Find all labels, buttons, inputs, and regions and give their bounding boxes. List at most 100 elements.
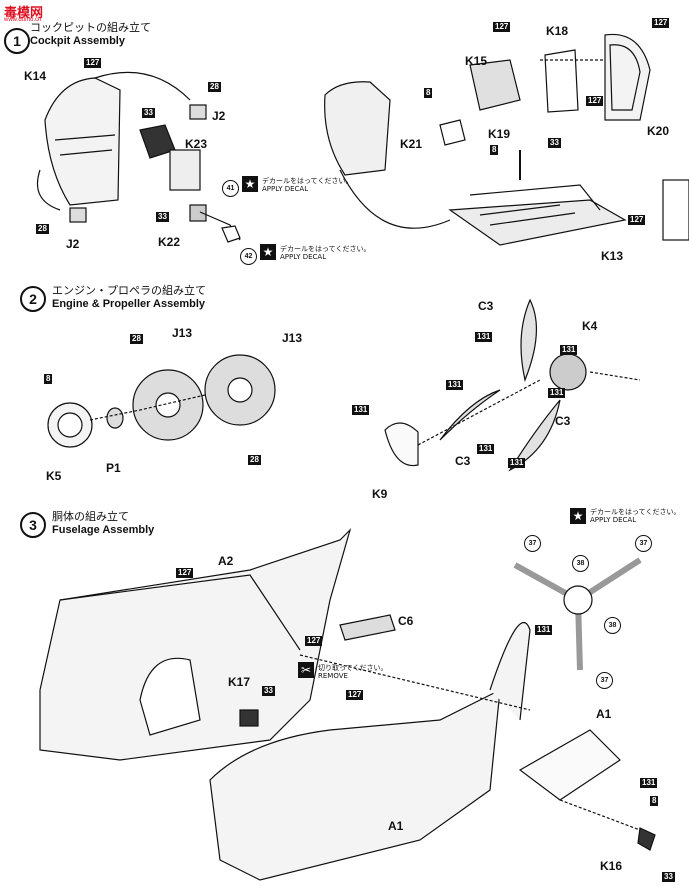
paint-badge: 131 [477, 444, 495, 454]
paint-badge: 28 [36, 224, 49, 234]
decal-note: デカールをはってください。 APPLY DECAL [280, 245, 371, 262]
decal-star-icon: ★ [570, 508, 586, 524]
step-2-title-jp: エンジン・プロペラの組み立て [52, 284, 206, 297]
part-label: K5 [46, 469, 62, 483]
decal-number: 38 [572, 555, 589, 572]
paint-badge: 33 [156, 212, 169, 222]
paint-badge: 127 [586, 96, 604, 106]
paint-badge: 127 [346, 690, 364, 700]
k21-pedal [439, 119, 466, 146]
a1-detail-view [518, 729, 621, 801]
c3-blade-left [439, 389, 501, 441]
part-label: K17 [228, 675, 251, 689]
step-3-title-jp: 胴体の組み立て [52, 510, 129, 523]
a2-fuselage-half [39, 527, 352, 761]
cockpit-sidewall [324, 81, 391, 176]
part-label: K18 [546, 24, 569, 38]
part-label: A1 [596, 707, 612, 721]
j2-part-upper [189, 104, 207, 120]
watermark-url: www.dumo.cn [4, 17, 42, 23]
part-label: K14 [24, 69, 47, 83]
part-label: J13 [172, 326, 193, 340]
part-label: K9 [372, 487, 388, 501]
decal-42-shape [221, 225, 241, 243]
paint-badge: 131 [352, 405, 370, 415]
k15-seat [469, 59, 521, 111]
step-1-title-en: Cockpit Assembly [30, 35, 125, 47]
part-label: C3 [455, 454, 471, 468]
j2-part-lower [69, 207, 87, 223]
paint-badge: 131 [640, 778, 658, 788]
wire-k14-j2 [94, 71, 191, 101]
c3-blade-lower [508, 399, 561, 472]
paint-badge: 33 [262, 686, 275, 696]
decal-41-sheet [169, 149, 201, 191]
step-2-title-en: Engine & Propeller Assembly [52, 298, 206, 310]
paint-badge: 33 [142, 108, 155, 118]
cement-badge: 127 [84, 58, 102, 68]
part-label: K15 [465, 54, 488, 68]
decal-number: 37 [524, 535, 541, 552]
decal-note: デカールをはってください。 APPLY DECAL [262, 177, 353, 194]
paint-badge: 33 [662, 872, 675, 882]
p1-spacer [106, 407, 124, 429]
paint-badge: 131 [475, 332, 493, 342]
part-label: K22 [158, 235, 181, 249]
k17-seat-box [139, 657, 201, 736]
part-label: A2 [218, 554, 234, 568]
a1-fuselage-half [209, 688, 501, 881]
k17-part [239, 709, 259, 727]
k9-spinner [384, 422, 419, 467]
paint-badge: 127 [493, 22, 511, 32]
paint-badge: 127 [176, 568, 194, 578]
paint-badge: 127 [652, 18, 670, 28]
part-label: C3 [555, 414, 571, 428]
step-1-number: 1 [4, 28, 30, 54]
c3-blade-upper [520, 298, 537, 383]
decal-number: 37 [635, 535, 652, 552]
paint-badge: 8 [44, 374, 53, 384]
part-label: K20 [647, 124, 670, 138]
k16-part [637, 827, 656, 851]
part-label: J13 [282, 331, 303, 345]
part-label: J2 [212, 109, 226, 123]
paint-badge: 28 [248, 455, 261, 465]
part-label: K16 [600, 859, 623, 873]
prop-decal-view [513, 557, 642, 671]
paint-badge: 131 [560, 345, 578, 355]
k18-frame [544, 49, 579, 113]
paint-badge: 131 [446, 380, 464, 390]
step-2-number: 2 [20, 286, 46, 312]
paint-badge: 28 [208, 82, 221, 92]
decal-number: 41 [222, 180, 239, 197]
part-label: C6 [398, 614, 414, 628]
brand-tab [662, 179, 689, 241]
step-3-number: 3 [20, 512, 46, 538]
paint-badge: 33 [548, 138, 561, 148]
paint-badge: 8 [650, 796, 659, 806]
k4-hub [549, 353, 587, 391]
remove-note: 切り取ってください。 REMOVE [318, 664, 388, 681]
part-label: J2 [66, 237, 80, 251]
k20-bulkhead [604, 33, 651, 121]
decal-number: 38 [604, 617, 621, 634]
part-label: K13 [601, 249, 624, 263]
part-label: K4 [582, 319, 598, 333]
decal-number: 37 [596, 672, 613, 689]
paint-badge: 131 [548, 388, 566, 398]
step-3-title-en: Fuselage Assembly [52, 524, 155, 536]
decal-star-icon: ★ [242, 176, 258, 192]
step-1-title-jp: コックピットの組み立て [30, 21, 151, 34]
part-label: K21 [400, 137, 423, 151]
paint-badge: 28 [130, 334, 143, 344]
paint-badge: 8 [490, 145, 499, 155]
paint-badge: 127 [305, 636, 323, 646]
watermark-logo: 毒模网 [4, 6, 44, 21]
part-label: C3 [478, 299, 494, 313]
k14-bulkhead [44, 77, 121, 206]
part-label: A1 [388, 819, 404, 833]
decal-note: デカールをはってください。 APPLY DECAL [590, 508, 681, 525]
part-label: K23 [185, 137, 208, 151]
k13-floor [448, 199, 627, 246]
